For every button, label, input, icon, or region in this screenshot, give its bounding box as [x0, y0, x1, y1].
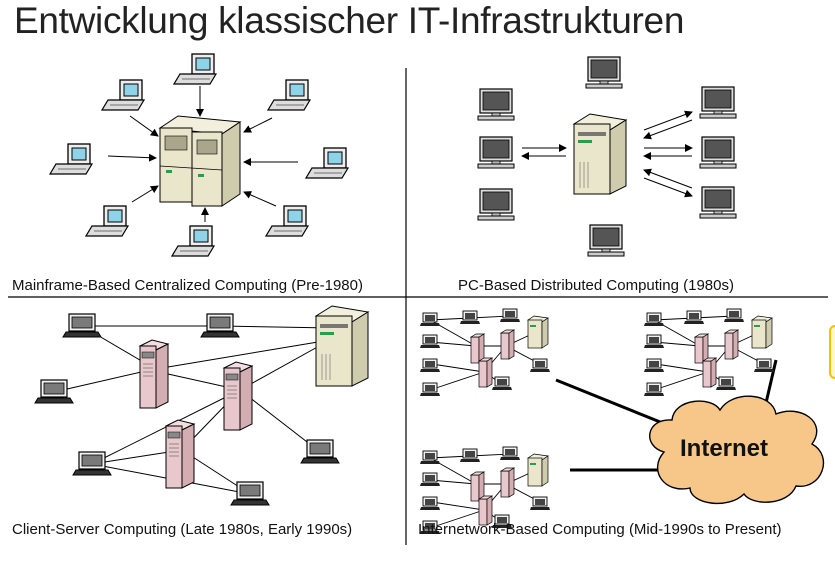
tower-server	[165, 419, 195, 489]
mainframe-server	[158, 115, 242, 207]
terminal-icon	[173, 53, 217, 85]
laptop-icon	[300, 439, 340, 464]
client-server-panel: Client-Server Computing (Late 1980s, Ear…	[12, 305, 369, 538]
pc-server	[573, 113, 627, 195]
monitor-icon	[699, 186, 737, 219]
monitor-icon	[585, 56, 623, 89]
monitor-icon	[477, 88, 515, 121]
terminal-icon	[305, 147, 349, 179]
monitor-icon	[477, 136, 515, 169]
tower-server	[223, 361, 253, 431]
terminal-icon	[171, 225, 215, 257]
laptop-icon	[230, 481, 270, 506]
tower-server	[139, 339, 169, 409]
terminal-icon	[267, 79, 311, 111]
side-tab-marker	[829, 325, 835, 379]
internetwork-caption: Internetwork-Based Computing (Mid-1990s …	[418, 521, 782, 538]
mini-network	[420, 309, 550, 396]
client-server-caption: Client-Server Computing (Late 1980s, Ear…	[12, 521, 352, 538]
laptop-icon	[34, 379, 74, 404]
monitor-icon	[477, 188, 515, 221]
terminal-icon	[85, 205, 129, 237]
internet-cloud: Internet	[649, 395, 825, 505]
pc-distributed-panel: PC-Based Distributed Computing (1980s)	[458, 56, 737, 294]
mainframe-caption: Mainframe-Based Centralized Computing (P…	[12, 277, 363, 294]
slide-title: Entwicklung klassischer IT-Infrastruktur…	[14, 0, 685, 41]
monitor-icon	[587, 224, 625, 257]
internetwork-panel: Internet Internetwork-Based Computing (M…	[418, 309, 825, 538]
laptop-icon	[72, 451, 112, 476]
monitor-icon	[699, 136, 737, 169]
laptop-icon	[200, 313, 240, 338]
internet-label: Internet	[680, 435, 768, 462]
terminal-icon	[265, 205, 309, 237]
laptop-icon	[62, 313, 102, 338]
mini-network	[644, 309, 774, 396]
beige-server	[315, 305, 369, 387]
mainframe-panel: Mainframe-Based Centralized Computing (P…	[12, 53, 363, 294]
terminal-icon	[49, 143, 93, 175]
monitor-icon	[699, 86, 737, 119]
pc-distributed-caption: PC-Based Distributed Computing (1980s)	[458, 277, 734, 294]
terminal-icon	[101, 79, 145, 111]
